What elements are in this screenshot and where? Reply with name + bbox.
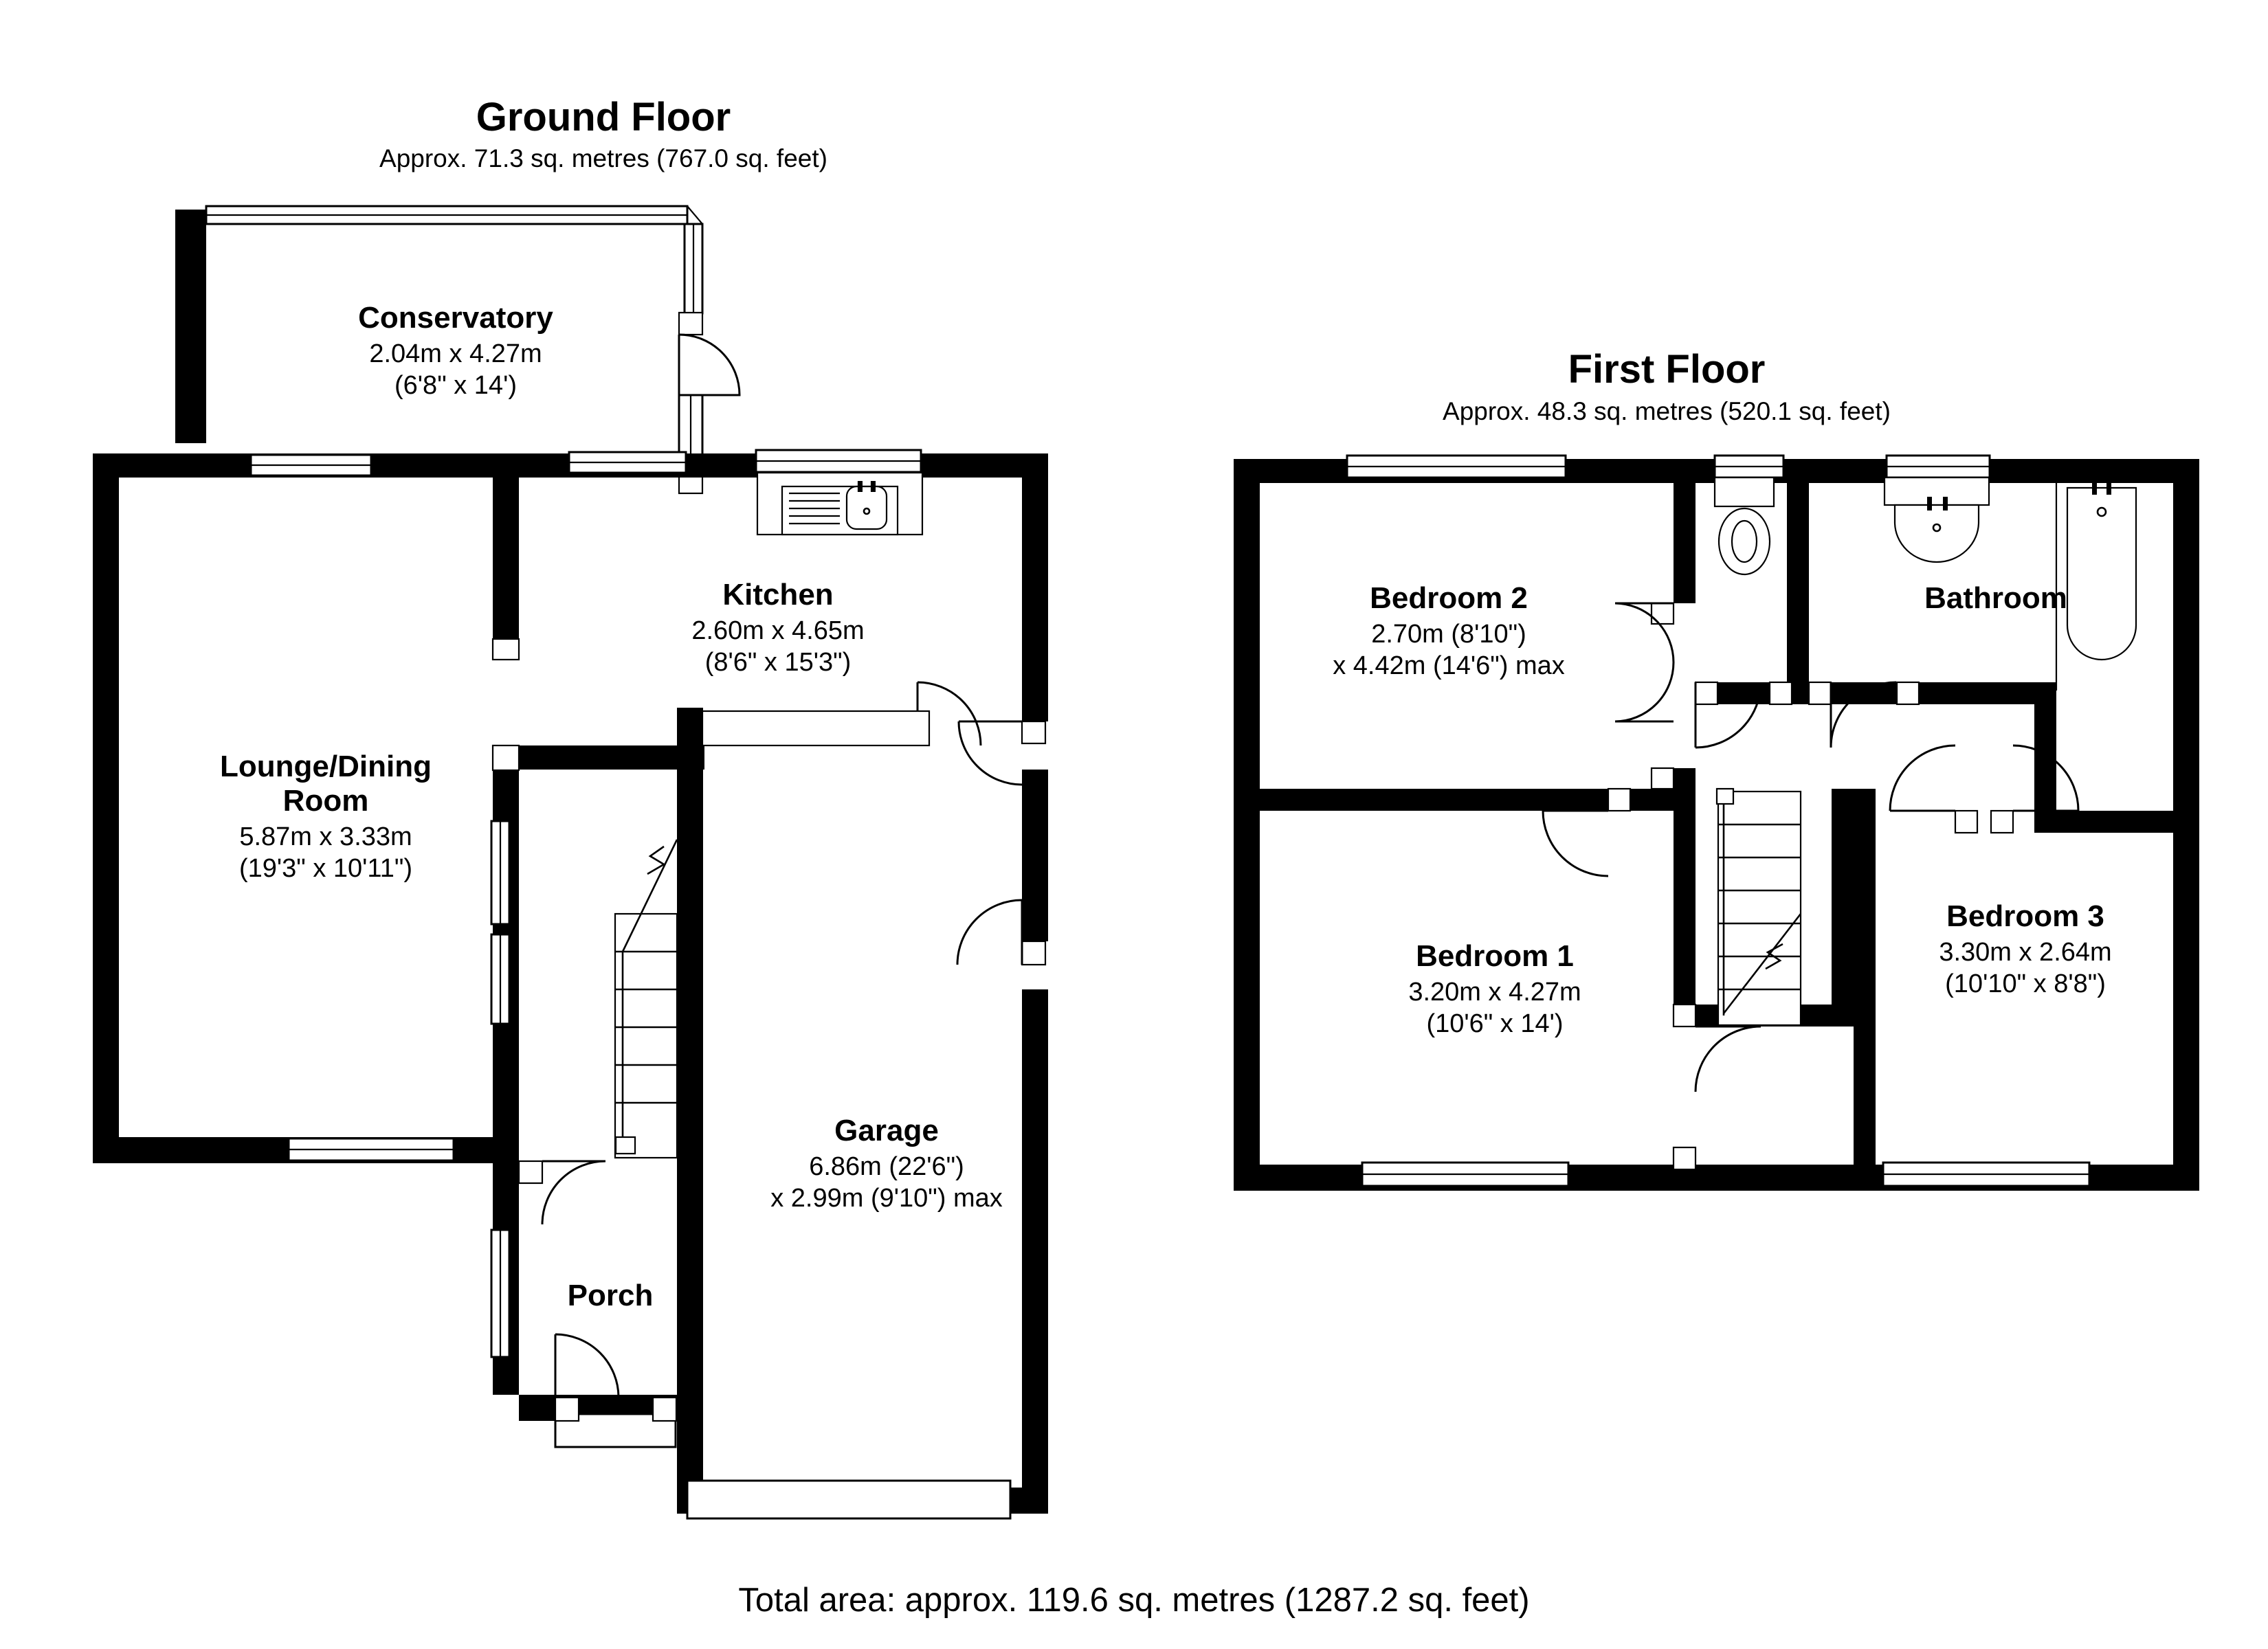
bedroom-3-dim-metric: 3.30m x 2.64m (1939, 938, 2111, 967)
bedroom-1-label-group: Bedroom 1 3.20m x 4.27m (10'6" x 14') (1408, 939, 1581, 1038)
first-floor-title: First Floor (1568, 347, 1766, 392)
ground-floor-title: Ground Floor (476, 95, 731, 139)
bedroom-1-dim-imperial: (10'6" x 14') (1426, 1009, 1563, 1038)
porch-label-group: Porch (568, 1279, 654, 1312)
lounge-dining-label-group: Lounge/Dining Room 5.87m x 3.33m (19'3" … (220, 750, 432, 883)
kitchen-dim-imperial: (8'6" x 15'3") (705, 648, 852, 677)
first-floor-walls (1234, 459, 2199, 1191)
ground-floor-staircase (614, 839, 678, 1159)
conservatory-label-group: Conservatory 2.04m x 4.27m (6'8" x 14') (358, 301, 553, 400)
first-floor-doors (1542, 602, 2080, 1171)
bedroom-3-name: Bedroom 3 (1946, 899, 2104, 933)
conservatory-name: Conservatory (358, 301, 553, 335)
ground-floor-windows (249, 449, 1012, 1520)
garage-label-group: Garage 6.86m (22'6") x 2.99m (9'10") max (770, 1114, 1003, 1213)
conservatory-dim-metric: 2.04m x 4.27m (369, 339, 542, 368)
bedroom-3-label-group: Bedroom 3 3.30m x 2.64m (10'10" x 8'8") (1939, 899, 2111, 998)
bedroom-3-dim-imperial: (10'10" x 8'8") (1945, 969, 2106, 998)
bedroom-1-name: Bedroom 1 (1416, 939, 1574, 973)
wc-toilet (1713, 476, 1775, 576)
garage-dim-metric: 6.86m (22'6") (809, 1152, 964, 1181)
garage-dim-imperial: x 2.99m (9'10") max (770, 1184, 1003, 1213)
first-floor-staircase (1715, 787, 1802, 1027)
kitchen-label-group: Kitchen 2.60m x 4.65m (8'6" x 15'3") (691, 578, 864, 677)
total-area-label: Total area: approx. 119.6 sq. metres (12… (738, 1582, 1529, 1619)
ground-floor-doors (518, 681, 1047, 1422)
lounge-dining-name-line2: Room (283, 784, 369, 818)
kitchen-sink-unit (756, 471, 924, 536)
porch-name: Porch (568, 1279, 654, 1312)
kitchen-name: Kitchen (722, 578, 833, 612)
kitchen-worktop (701, 710, 931, 747)
bathroom-bathtub (2055, 481, 2137, 691)
bathroom-basin (1883, 476, 1990, 563)
bedroom-2-dim-imperial: x 4.42m (14'6") max (1333, 651, 1565, 680)
bathroom-name: Bathroom (1924, 581, 2067, 615)
first-floor-windows (1346, 454, 2091, 1187)
first-floor-subtitle: Approx. 48.3 sq. metres (520.1 sq. feet) (1443, 397, 1891, 425)
conservatory-dim-imperial: (6'8" x 14') (394, 371, 517, 400)
bedroom-1-dim-metric: 3.20m x 4.27m (1408, 978, 1581, 1007)
lounge-dining-dim-imperial: (19'3" x 10'11") (239, 854, 412, 883)
lounge-dining-name: Lounge/Dining (220, 750, 432, 783)
ground-floor-subtitle: Approx. 71.3 sq. metres (767.0 sq. feet) (379, 144, 827, 172)
bedroom-2-dim-metric: 2.70m (8'10") (1371, 620, 1526, 649)
garage-name: Garage (834, 1114, 939, 1147)
bathroom-label-group: Bathroom (1924, 581, 2067, 615)
lounge-dining-dim-metric: 5.87m x 3.33m (239, 822, 412, 851)
kitchen-dim-metric: 2.60m x 4.65m (691, 616, 864, 645)
bedroom-2-name: Bedroom 2 (1370, 581, 1528, 615)
bedroom-2-label-group: Bedroom 2 2.70m (8'10") x 4.42m (14'6") … (1333, 581, 1565, 680)
ground-floor-internal-detail (491, 638, 520, 772)
ground-floor-walls (93, 453, 1048, 1514)
